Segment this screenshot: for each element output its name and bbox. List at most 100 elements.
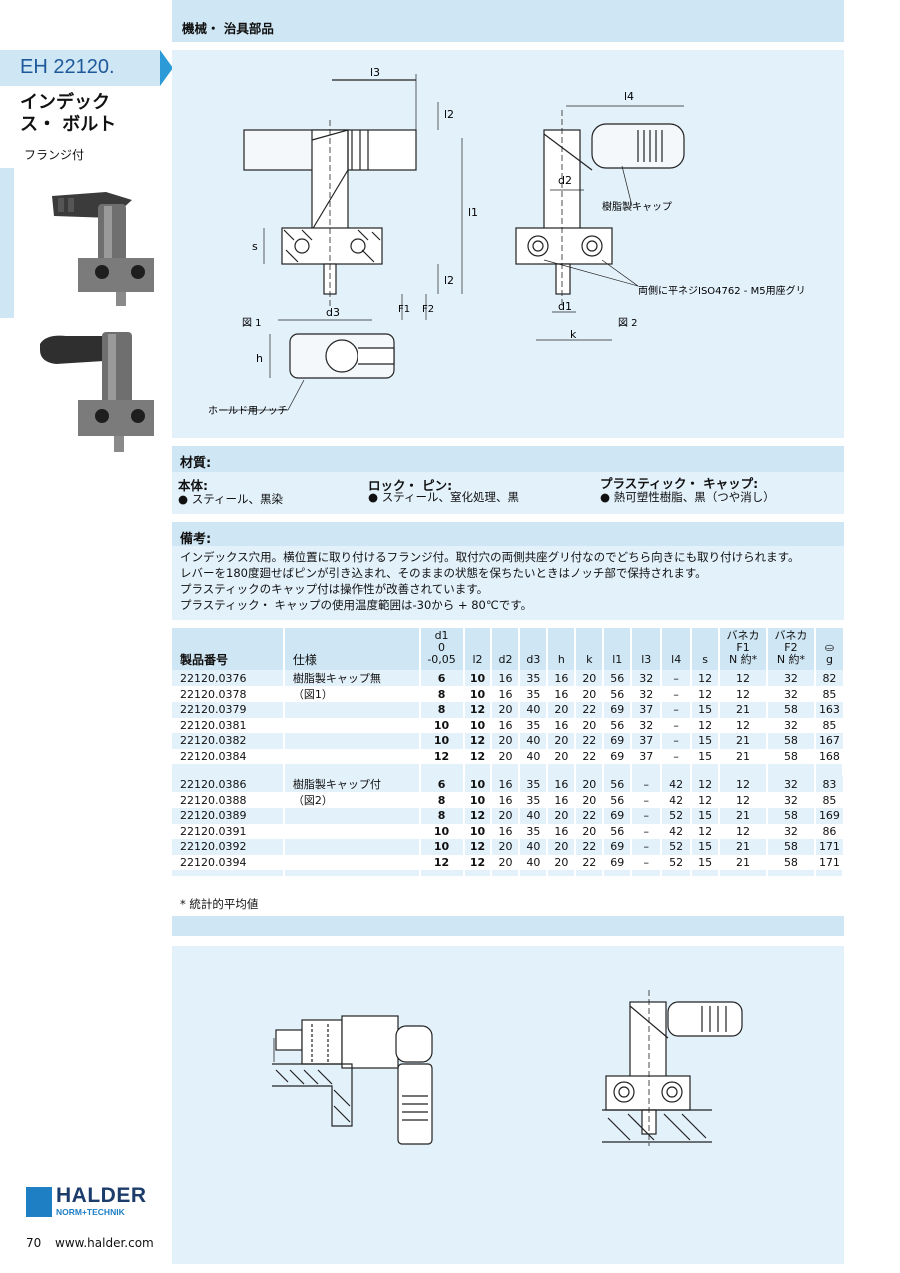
cell-value: 12 <box>463 808 493 824</box>
cap-label: 樹脂製キャップ <box>602 200 672 213</box>
cell-value: 10 <box>463 823 493 839</box>
cell-value: 12 <box>691 686 721 702</box>
cell-value: 15 <box>691 733 721 749</box>
cell-empty <box>283 870 421 876</box>
col-l4: l4 <box>661 628 693 670</box>
cell-value: 56 <box>603 686 633 702</box>
cell-value: 12 <box>419 854 465 870</box>
cell-value: 69 <box>603 748 633 764</box>
cell-value: 10 <box>419 733 465 749</box>
cell-empty <box>631 870 663 876</box>
cell-value: 20 <box>491 748 521 764</box>
fig2-label: 図 2 <box>618 317 638 329</box>
cell-spec <box>283 808 421 824</box>
cell-value: 56 <box>603 776 633 792</box>
cell-empty <box>463 870 493 876</box>
cell-value: 21 <box>719 702 768 718</box>
cell-spec <box>283 717 421 733</box>
cell-empty <box>719 764 768 776</box>
cell-value: 69 <box>603 808 633 824</box>
cell-value: 16 <box>547 823 577 839</box>
cell-part-number: 22120.0388 <box>172 792 285 808</box>
cell-value: 15 <box>691 854 721 870</box>
cell-part-number: 22120.0384 <box>172 748 285 764</box>
cell-value: 12 <box>691 776 721 792</box>
cell-value: 6 <box>419 670 465 686</box>
col-part-number: 製品番号 <box>172 628 285 670</box>
cell-value: 21 <box>719 748 768 764</box>
page-number: 70 <box>26 1236 42 1250</box>
cell-value: 20 <box>575 823 605 839</box>
dim-d2: d2 <box>558 174 572 187</box>
cell-value: 69 <box>603 733 633 749</box>
cell-part-number: 22120.0378 <box>172 686 285 702</box>
dim-h: h <box>256 352 263 365</box>
cell-spec <box>283 702 421 718</box>
cell-value: – <box>631 839 663 855</box>
cell-value: – <box>661 702 693 718</box>
cell-value: 32 <box>631 670 663 686</box>
cell-value: 20 <box>547 748 577 764</box>
technical-drawing: l3 l2 l1 s l2 F1 F2 d3 h 図 1 ホールド用ノッチ l4… <box>208 66 806 417</box>
cell-value: 15 <box>691 702 721 718</box>
cell-value: 168 <box>814 748 843 764</box>
halder-logo-icon <box>26 1187 52 1217</box>
product-photo-1 <box>52 192 154 306</box>
cell-value: 15 <box>691 748 721 764</box>
col-l3: l3 <box>631 628 663 670</box>
cell-value: 12 <box>691 823 721 839</box>
cell-part-number: 22120.0389 <box>172 808 285 824</box>
cell-value: 12 <box>419 748 465 764</box>
weight-icon: ⛀ <box>824 641 835 654</box>
cell-empty <box>283 764 421 776</box>
cell-value: 42 <box>661 776 693 792</box>
dim-d1: d1 <box>558 300 572 313</box>
cell-part-number: 22120.0382 <box>172 733 285 749</box>
notes-title: 備考: <box>180 532 212 547</box>
cell-spec <box>283 823 421 839</box>
col-l1: l1 <box>603 628 633 670</box>
material-body-value: ● スティール、黒染 <box>178 492 283 506</box>
cell-value: 35 <box>519 776 549 792</box>
dim-l1: l1 <box>468 206 478 219</box>
cell-value: 22 <box>575 733 605 749</box>
cell-value: 20 <box>547 839 577 855</box>
dim-s: s <box>252 240 258 253</box>
cell-value: 12 <box>719 717 768 733</box>
notes-line-3: プラスティックのキャップ付は操作性が改善されています。 <box>180 582 489 596</box>
cell-value: 32 <box>631 686 663 702</box>
cell-value: 42 <box>661 792 693 808</box>
col-h: h <box>547 628 577 670</box>
website-link[interactable]: www.halder.com <box>55 1236 154 1250</box>
cell-value: 12 <box>719 686 768 702</box>
material-title: 材質: <box>180 456 212 471</box>
halder-logo-sub: NORM+TECHNIK <box>56 1207 125 1217</box>
cell-empty <box>491 870 521 876</box>
cell-value: 35 <box>519 670 549 686</box>
cell-value: 20 <box>547 854 577 870</box>
halder-logo: HALDER <box>56 1184 147 1207</box>
cell-value: 35 <box>519 792 549 808</box>
cell-value: 32 <box>767 670 816 686</box>
product-title: インデック ス・ ボルト <box>20 92 117 135</box>
cell-value: 85 <box>814 686 843 702</box>
cell-spec: 樹脂製キャップ無 <box>283 670 421 686</box>
cell-value: 12 <box>691 792 721 808</box>
cell-spec <box>283 748 421 764</box>
cell-value: 20 <box>575 686 605 702</box>
cell-value: 16 <box>491 686 521 702</box>
cell-value: 40 <box>519 808 549 824</box>
cell-value: 32 <box>767 792 816 808</box>
cell-value: 20 <box>547 733 577 749</box>
cell-value: 35 <box>519 717 549 733</box>
dim-f2: F2 <box>422 304 434 315</box>
product-code-bar <box>0 50 160 86</box>
cell-value: 58 <box>767 733 816 749</box>
cell-empty <box>419 870 465 876</box>
